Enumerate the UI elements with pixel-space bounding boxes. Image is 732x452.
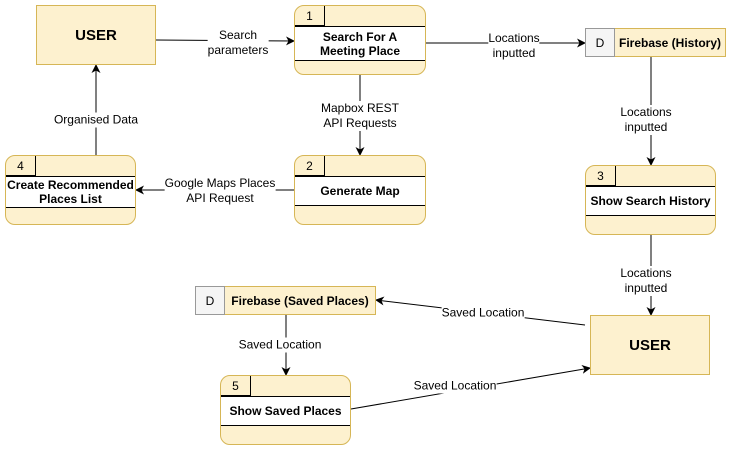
- process-title: Create Recommended Places List: [6, 176, 135, 208]
- process-title: Search For A Meeting Place: [295, 26, 425, 61]
- process-show-search-history: 3 Show Search History: [585, 165, 716, 235]
- process-recommended-places: 4 Create Recommended Places List: [5, 155, 136, 225]
- process-number: 1: [295, 6, 325, 26]
- process-generate-map: 2 Generate Map: [294, 155, 426, 225]
- datastore-firebase-saved: D Firebase (Saved Places): [195, 286, 376, 315]
- flow-label-locations-inputted-3: Locations inputted: [620, 266, 672, 296]
- process-show-saved-places: 5 Show Saved Places: [220, 375, 351, 445]
- process-number: 5: [221, 376, 251, 396]
- process-title: Generate Map: [295, 176, 425, 206]
- datastore-id: D: [195, 286, 225, 315]
- flow-label-search-parameters: Search parameters: [207, 28, 269, 58]
- flow-label-google: Google Maps Places API Request: [164, 176, 276, 206]
- user-entity-top-label: USER: [75, 26, 117, 44]
- process-number: 2: [295, 156, 325, 176]
- datastore-name: Firebase (Saved Places): [225, 286, 376, 315]
- process-title: Show Search History: [586, 186, 715, 216]
- process-search-meeting-place: 1 Search For A Meeting Place: [294, 5, 426, 75]
- process-number: 4: [6, 156, 36, 176]
- flow-label-organised: Organised Data: [53, 112, 139, 128]
- flow-label-saved-location-3: Saved Location: [413, 378, 497, 394]
- datastore-firebase-history: D Firebase (History): [585, 28, 726, 57]
- flow-label-mapbox: Mapbox REST API Requests: [320, 101, 400, 131]
- flow-label-saved-location-1: Saved Location: [441, 305, 525, 321]
- flow-label-locations-inputted-2: Locations inputted: [620, 105, 672, 135]
- user-entity-bottom-label: USER: [629, 336, 671, 354]
- datastore-id: D: [585, 28, 615, 57]
- flow-label-saved-location-2: Saved Location: [238, 337, 322, 353]
- flow-label-locations-inputted-1: Locations inputted: [488, 31, 540, 61]
- user-entity-bottom: USER: [590, 315, 710, 375]
- datastore-name: Firebase (History): [615, 28, 726, 57]
- process-number: 3: [586, 166, 616, 186]
- user-entity-top: USER: [36, 5, 156, 65]
- process-title: Show Saved Places: [221, 396, 350, 426]
